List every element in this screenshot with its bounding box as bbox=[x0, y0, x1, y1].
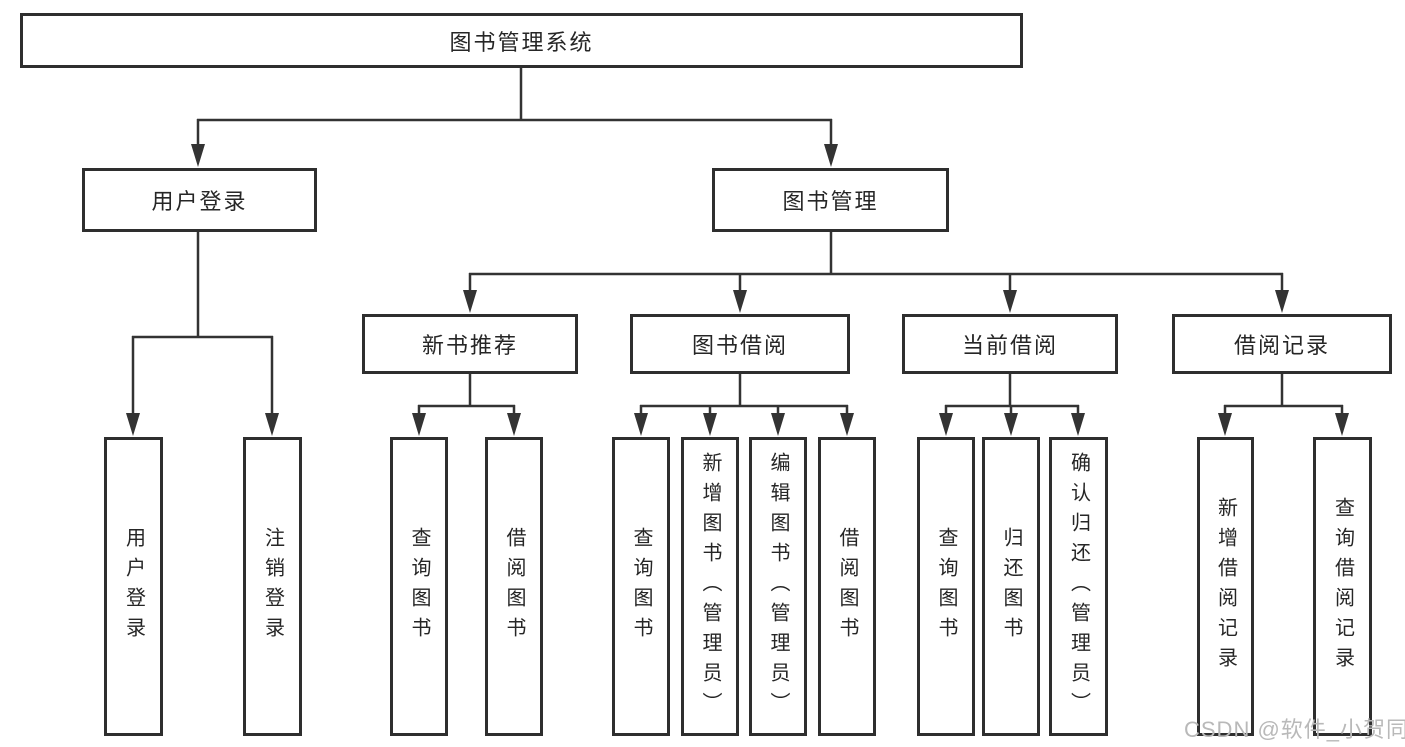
leaf-cb-confirm-return: 确认归还（管理员） bbox=[1049, 437, 1108, 736]
leaf-bb-add-books: 新增图书（管理员） bbox=[681, 437, 739, 736]
node-current-borrowing: 当前借阅 bbox=[902, 314, 1118, 374]
leaf-nbr-query-books-label: 查询图书 bbox=[408, 526, 430, 647]
leaf-bb-add-books-label: 新增图书（管理员） bbox=[699, 451, 721, 722]
node-current-borrowing-label: 当前借阅 bbox=[961, 333, 1058, 358]
leaf-bb-borrow-books: 借阅图书 bbox=[818, 437, 876, 736]
leaf-bb-borrow-books-label: 借阅图书 bbox=[836, 526, 858, 647]
leaf-cb-confirm-return-label: 确认归还（管理员） bbox=[1067, 451, 1090, 722]
node-user-login: 用户登录 bbox=[82, 168, 317, 232]
node-borrow-records: 借阅记录 bbox=[1172, 314, 1392, 374]
connector-arrowheads bbox=[126, 144, 1349, 436]
node-book-management-label: 图书管理 bbox=[782, 189, 879, 214]
leaf-user-login-label: 用户登录 bbox=[122, 526, 145, 647]
leaf-nbr-borrow-books-label: 借阅图书 bbox=[503, 526, 525, 647]
leaf-br-add-record-label: 新增借阅记录 bbox=[1214, 496, 1237, 677]
leaf-bb-query-books-label: 查询图书 bbox=[630, 526, 652, 647]
node-borrow-records-label: 借阅记录 bbox=[1233, 333, 1330, 358]
leaf-br-query-record: 查询借阅记录 bbox=[1313, 437, 1372, 736]
leaf-br-query-record-label: 查询借阅记录 bbox=[1331, 496, 1354, 677]
leaf-br-add-record: 新增借阅记录 bbox=[1197, 437, 1254, 736]
leaf-nbr-borrow-books: 借阅图书 bbox=[485, 437, 543, 736]
csdn-watermark: CSDN @软件_小贺同学 bbox=[1184, 717, 1405, 742]
leaf-bb-edit-books-label: 编辑图书（管理员） bbox=[767, 451, 789, 722]
leaf-cb-query-books: 查询图书 bbox=[917, 437, 975, 736]
node-new-book-recommend: 新书推荐 bbox=[362, 314, 578, 374]
leaf-user-login: 用户登录 bbox=[104, 437, 163, 736]
leaf-bb-edit-books: 编辑图书（管理员） bbox=[749, 437, 807, 736]
node-library-system: 图书管理系统 bbox=[20, 13, 1023, 68]
node-library-system-label: 图书管理系统 bbox=[449, 29, 594, 55]
leaf-cb-return-books-label: 归还图书 bbox=[1000, 526, 1022, 647]
leaf-logout-login: 注销登录 bbox=[243, 437, 302, 736]
node-book-management: 图书管理 bbox=[712, 168, 949, 232]
node-book-borrowing: 图书借阅 bbox=[630, 314, 850, 374]
node-new-book-recommend-label: 新书推荐 bbox=[421, 333, 518, 358]
leaf-logout-login-label: 注销登录 bbox=[261, 526, 284, 647]
node-user-login-label: 用户登录 bbox=[151, 189, 248, 214]
leaf-nbr-query-books: 查询图书 bbox=[390, 437, 448, 736]
leaf-cb-query-books-label: 查询图书 bbox=[935, 526, 957, 647]
node-book-borrowing-label: 图书借阅 bbox=[691, 333, 788, 358]
leaf-bb-query-books: 查询图书 bbox=[612, 437, 670, 736]
leaf-cb-return-books: 归还图书 bbox=[982, 437, 1040, 736]
